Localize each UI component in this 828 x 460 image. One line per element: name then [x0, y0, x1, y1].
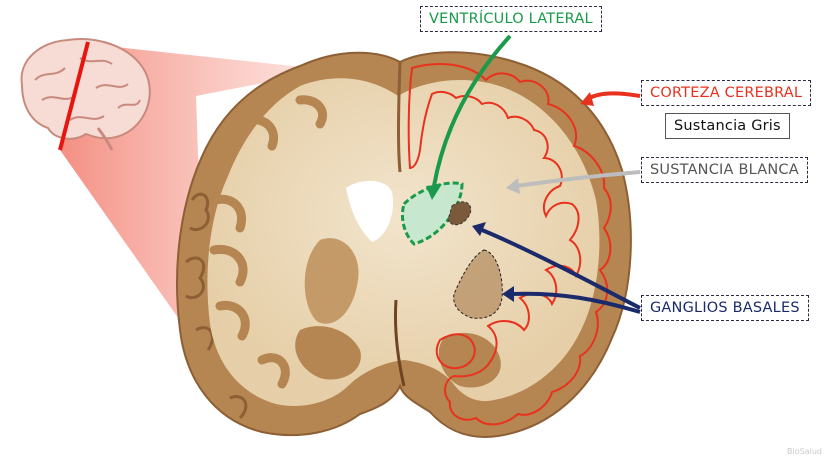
label-corteza-cerebral: CORTEZA CEREBRAL — [641, 80, 812, 106]
small-brain-icon — [20, 38, 151, 151]
watermark: BioSalud — [787, 447, 822, 456]
arrows — [426, 34, 641, 314]
label-ventriculo-lateral: VENTRÍCULO LATERAL — [420, 6, 602, 32]
cortex-outline — [407, 63, 612, 426]
cut-line-icon — [58, 41, 90, 151]
basal-ganglia-outline — [453, 249, 503, 319]
label-sustancia-gris: Sustancia Gris — [665, 113, 790, 139]
lateral-ventricle-highlight — [400, 181, 464, 246]
left-ventricle-cavity — [346, 180, 394, 242]
label-sustancia-blanca: SUSTANCIA BLANCA — [641, 157, 808, 183]
brain-coronal-section — [176, 51, 632, 438]
label-ganglios-basales: GANGLIOS BASALES — [641, 295, 809, 321]
